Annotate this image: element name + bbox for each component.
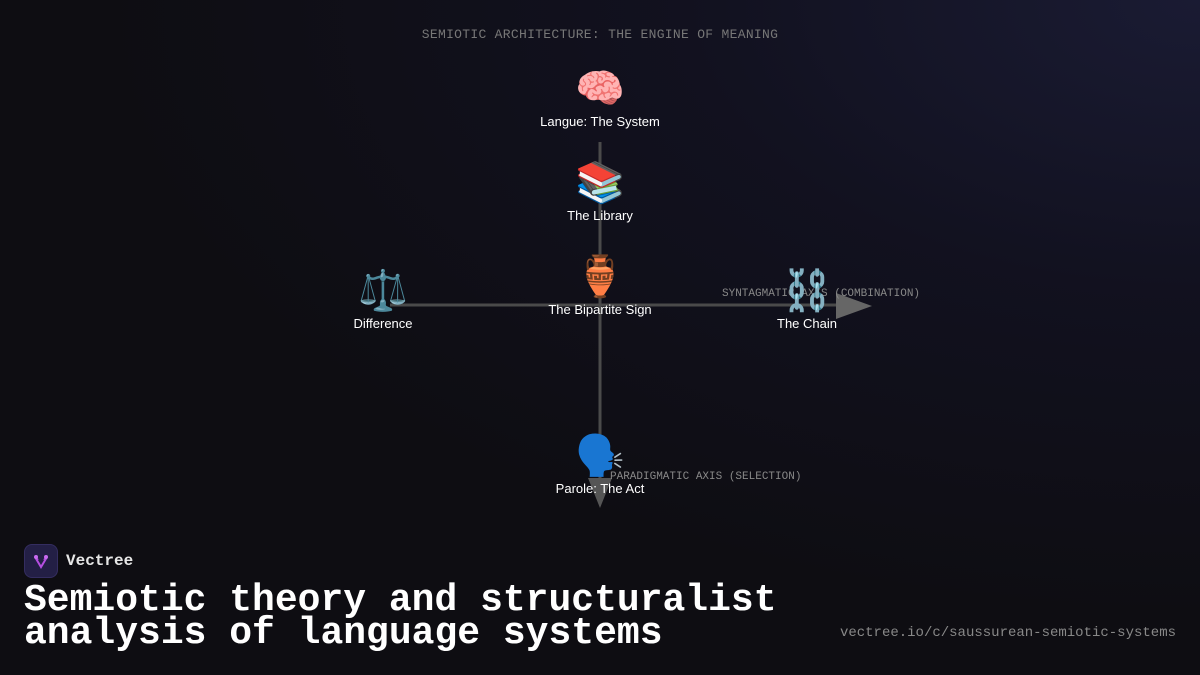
node-difference: ⚖️ Difference <box>353 268 412 331</box>
node-label: The Library <box>567 208 633 223</box>
diagram-title: SEMIOTIC ARCHITECTURE: THE ENGINE OF MEA… <box>421 27 779 42</box>
syntagmatic-arrowhead <box>836 293 872 319</box>
headline: Semiotic theory and structuralist analys… <box>24 579 777 655</box>
amphora-icon: 🏺 <box>575 255 625 299</box>
paradigmatic-axis-label: PARADIGMATIC AXIS (SELECTION) <box>610 471 802 483</box>
chains-icon: ⛓️ <box>782 269 832 313</box>
books-icon: 📚 <box>575 161 625 205</box>
node-label: The Bipartite Sign <box>548 302 652 317</box>
brand-name: Vectree <box>66 552 134 570</box>
brain-icon: 🧠 <box>575 67 625 111</box>
paradigmatic-arrowhead <box>588 478 612 508</box>
node-label: Parole: The Act <box>555 481 645 496</box>
node-label: Langue: The System <box>540 114 660 129</box>
node-parole: 🗣️ Parole: The Act <box>556 433 645 496</box>
node-sign: 🏺 The Bipartite Sign <box>548 254 651 317</box>
syntagmatic-axis-label: SYNTAGMATIC AXIS (COMBINATION) <box>722 288 921 300</box>
balance-scale-icon: ⚖️ <box>358 269 408 313</box>
speaking-head-icon: 🗣️ <box>575 434 625 478</box>
node-chain: ⛓️ The Chain <box>777 268 837 331</box>
node-langue: 🧠 Langue: The System <box>540 66 660 129</box>
vectree-logo-icon <box>24 544 58 578</box>
node-label: The Chain <box>777 316 837 331</box>
source-url: vectree.io/c/saussurean-semiotic-systems <box>839 625 1176 641</box>
node-library: 📚 The Library <box>567 160 633 223</box>
brand: Vectree <box>24 544 133 578</box>
node-label: Difference <box>353 316 413 331</box>
